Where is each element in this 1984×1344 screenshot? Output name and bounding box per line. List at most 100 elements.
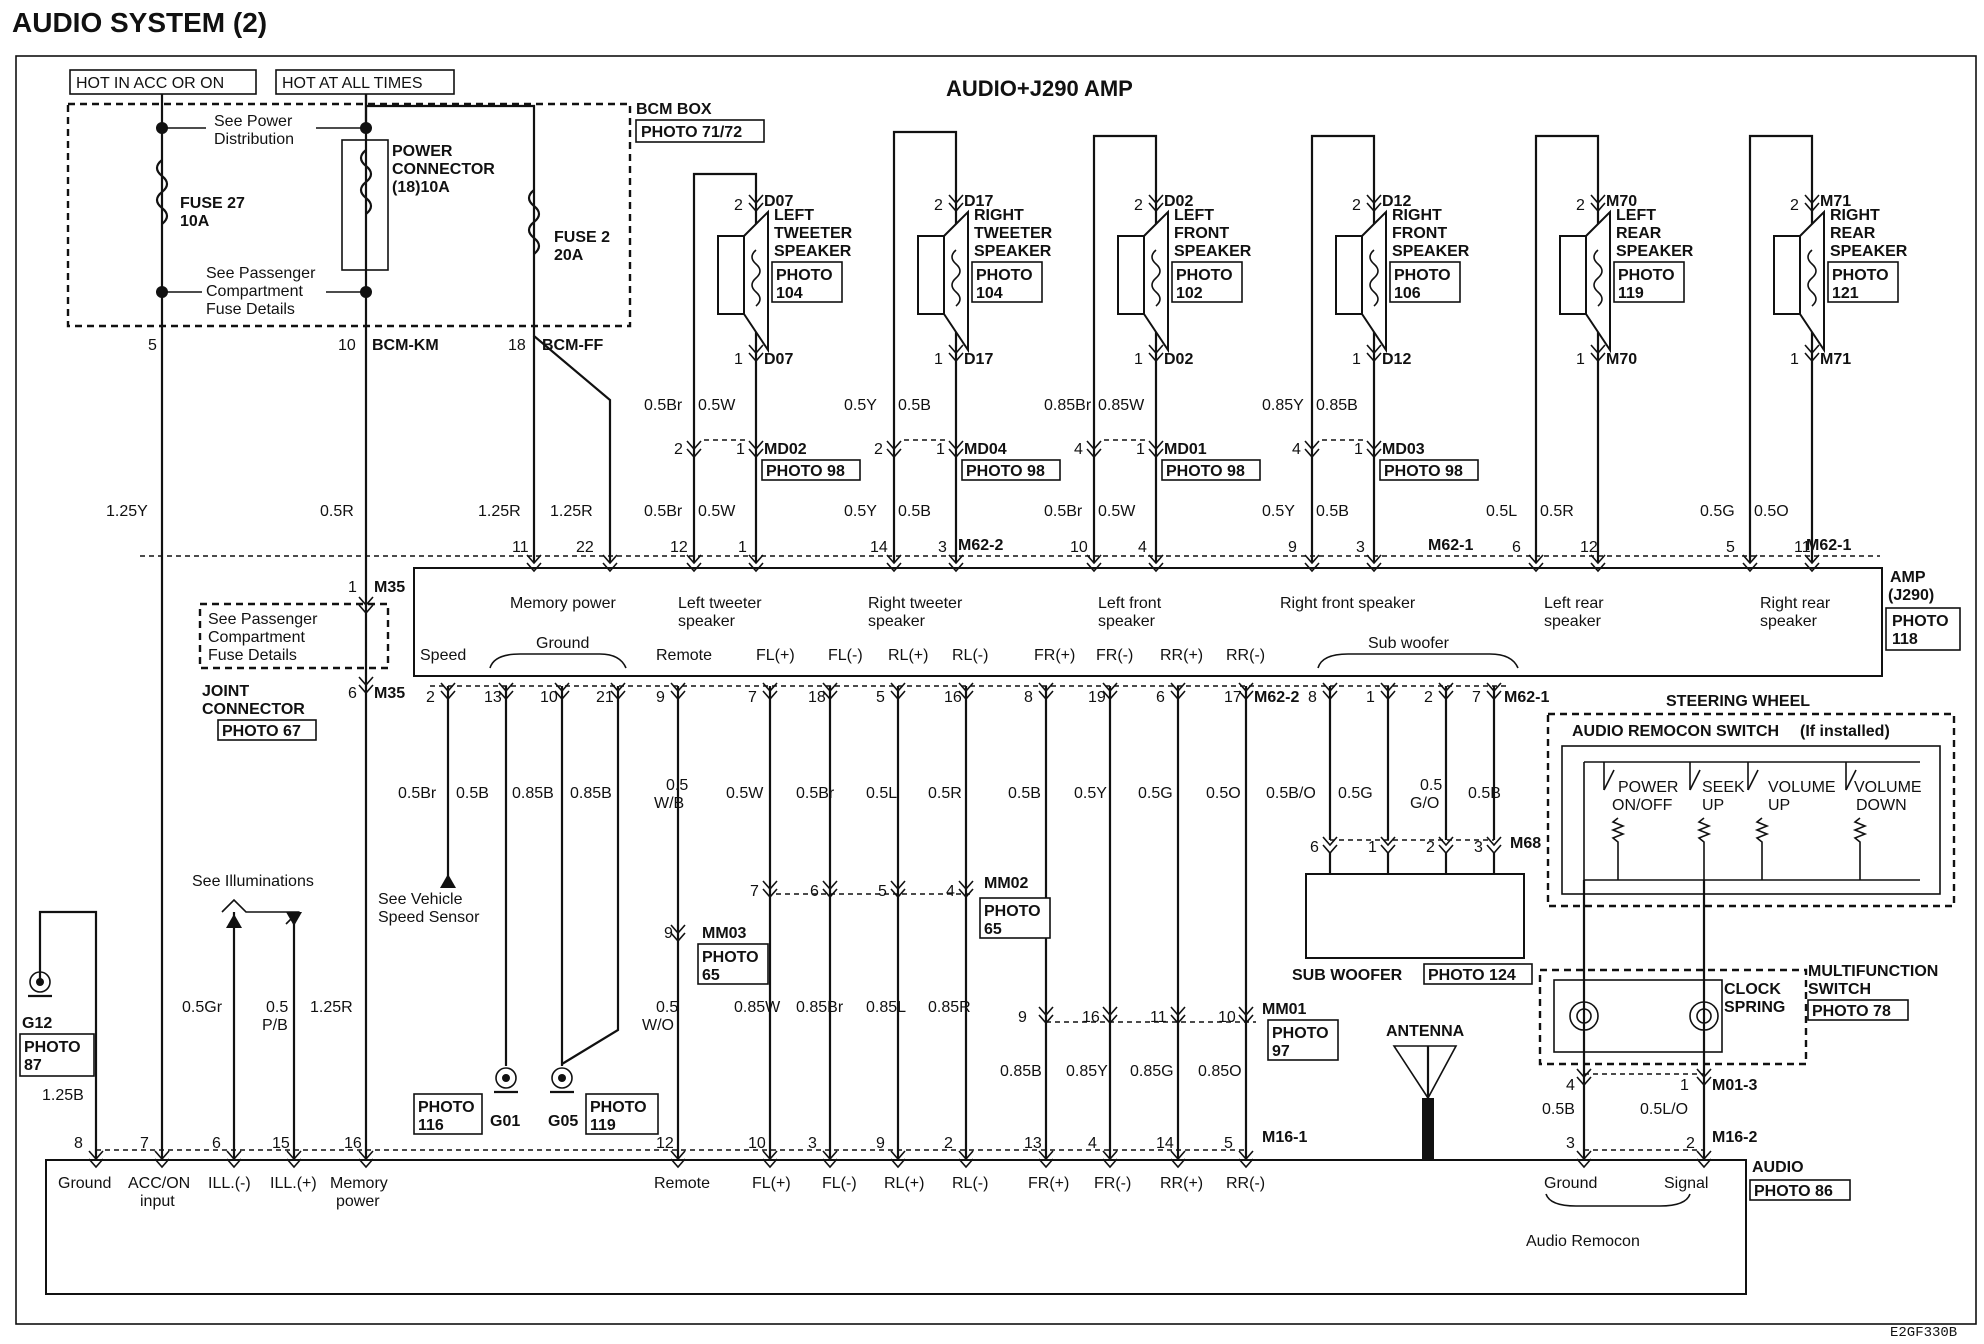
speaker-conn-top: M70 <box>1606 193 1637 210</box>
amp-label-left-front: Left front <box>1098 595 1162 612</box>
mm01-photo-box <box>1267 1019 1339 1061</box>
lower-wire-label: 0.85O <box>1198 1063 1242 1080</box>
joint-photo: PHOTO 67 <box>222 723 301 740</box>
wire-g12 <box>38 910 98 1160</box>
amp-pin-chevron <box>748 554 764 573</box>
audio-pin-num: 5 <box>1224 1135 1233 1152</box>
audio-pin-chevron <box>1038 1150 1054 1169</box>
amp-wire-label-b: 0.5B <box>898 503 931 520</box>
amp-wire-label-b: 0.5O <box>1754 503 1789 520</box>
audio-pin-chevron <box>88 1150 104 1169</box>
see-illuminations: See Illuminations <box>192 873 314 890</box>
audio-pin-chevron <box>1102 1150 1118 1169</box>
audio-terminal-label: Signal <box>1664 1175 1708 1192</box>
amp-conn-top-right: M62-1 <box>1428 537 1473 554</box>
lower-wire-label: 0.85Y <box>1066 1063 1108 1080</box>
amp-label-right-rear-2: speaker <box>1760 613 1818 630</box>
remocon-title: AUDIO REMOCON SWITCH <box>1572 723 1779 740</box>
speaker-cone-icon <box>1585 209 1611 354</box>
amp-label-left-rear: Left rear <box>1544 595 1604 612</box>
speaker-wire-label-a: 0.5Br <box>644 397 683 414</box>
speaker-photo-box <box>1171 261 1243 303</box>
amp-conn-bot-left: M62-2 <box>1254 689 1299 706</box>
mm01-chevron <box>1038 1006 1054 1025</box>
audio-pin-chevron <box>226 1150 242 1169</box>
speaker-pin-bot-num: 1 <box>1576 351 1585 368</box>
ground-g01-core <box>502 1074 510 1082</box>
mm02-pin: 5 <box>878 883 887 900</box>
sw2-l2: UP <box>1702 797 1724 814</box>
amp-pin-b: 12 <box>1580 539 1598 556</box>
speaker-name-l3: SPEAKER <box>1174 243 1252 260</box>
mm01-pin: 9 <box>1018 1009 1027 1026</box>
splice-dot <box>360 286 372 298</box>
speaker-pin-top-num: 2 <box>1576 197 1585 214</box>
amp-bottom-chevron <box>958 682 974 701</box>
remocon-switches <box>1584 761 1920 862</box>
power-connector-l3: (18)10A <box>392 179 450 196</box>
amp-bottom-chevron <box>1438 682 1454 701</box>
wire-05r-label: 0.5R <box>320 503 354 520</box>
audio-terminal-label: FL(+) <box>752 1175 791 1192</box>
amp-bottom-pin: 7 <box>748 689 757 706</box>
speaker-coil-icon <box>1807 249 1817 307</box>
audio-pin-num: 2 <box>944 1135 953 1152</box>
lower-wire-label: 0.85R <box>928 999 971 1016</box>
steer-wire-05b: 0.5B <box>1542 1101 1575 1118</box>
mm01-pin: 10 <box>1218 1009 1236 1026</box>
g01-photo-l1: PHOTO <box>418 1099 475 1116</box>
speaker-name-l3: SPEAKER <box>1830 243 1908 260</box>
audio-terminal-label: RR(+) <box>1160 1175 1203 1192</box>
lower-wire-label: 0.85B <box>1000 1063 1042 1080</box>
amp-bottom-chevron <box>1170 682 1186 701</box>
mid-pin-a: 2 <box>674 441 683 458</box>
audio-unit-body <box>45 1159 1747 1295</box>
amp-bottom-wire-label: 0.5O <box>1206 785 1241 802</box>
wire-125r-b-label: 1.25R <box>550 503 593 520</box>
mid-conn-label: MD04 <box>964 441 1007 458</box>
mm01-pin: 16 <box>1082 1009 1100 1026</box>
multifunction-photo-box <box>1807 999 1909 1021</box>
amp-wire-label-b: 0.5W <box>1098 503 1136 520</box>
sub-woofer-label: SUB WOOFER <box>1292 967 1403 984</box>
audio-pin-num: 6 <box>212 1135 221 1152</box>
speaker-icon <box>1117 235 1145 315</box>
mm03-photo-box <box>697 943 769 985</box>
amp-photo-box <box>1885 607 1961 651</box>
amp-pin-a: 5 <box>1726 539 1735 556</box>
amp-pin-chevron <box>1742 554 1758 573</box>
amp-label-fl-plus: FL(+) <box>756 647 795 664</box>
amp-bottom-wire <box>561 686 620 1065</box>
amp-label-left-tweeter: Left tweeter <box>678 595 762 612</box>
multifunction-photo: PHOTO 78 <box>1812 1003 1891 1020</box>
mm02-photo-l1: PHOTO <box>984 903 1041 920</box>
sub-woofer-brace <box>1317 653 1519 669</box>
amp-bottom-wire-label: 0.5R <box>928 785 962 802</box>
splice-dot <box>156 286 168 298</box>
sub-woofer-box <box>1305 873 1525 959</box>
speaker-coil-icon <box>1151 249 1161 307</box>
ground-g12-core <box>36 978 44 986</box>
speaker-pin-bot <box>1366 344 1382 363</box>
speaker-pin-top <box>1804 194 1820 213</box>
m013-pin-4: 4 <box>1566 1077 1575 1094</box>
speaker-pin-bot <box>1148 344 1164 363</box>
amp-label-rl-minus: RL(-) <box>952 647 988 664</box>
amp-bottom-wire-label: 0.5B <box>456 785 489 802</box>
amp-bottom-wire-label: 0.5B <box>1468 785 1501 802</box>
sw4-l2: DOWN <box>1856 797 1907 814</box>
amp-photo-l1: PHOTO <box>1892 613 1949 630</box>
ground-brace <box>489 653 627 669</box>
remocon-brace <box>1545 1193 1691 1207</box>
audio-pin-chevron <box>1576 1150 1592 1169</box>
remocon-installed: (If installed) <box>1800 723 1890 740</box>
g05-photo-l2: 119 <box>590 1117 616 1134</box>
amp-label-ground: Ground <box>536 635 589 652</box>
speaker-name-l1: RIGHT <box>974 207 1024 224</box>
sub-woofer-photo: PHOTO 124 <box>1428 967 1516 984</box>
g01-label: G01 <box>490 1113 520 1130</box>
audio-pin-num: 10 <box>748 1135 766 1152</box>
amp-bottom-wire-label: 0.5G <box>1338 785 1373 802</box>
arrow-up-icon <box>226 914 242 928</box>
page-title: AUDIO SYSTEM (2) <box>12 7 267 38</box>
